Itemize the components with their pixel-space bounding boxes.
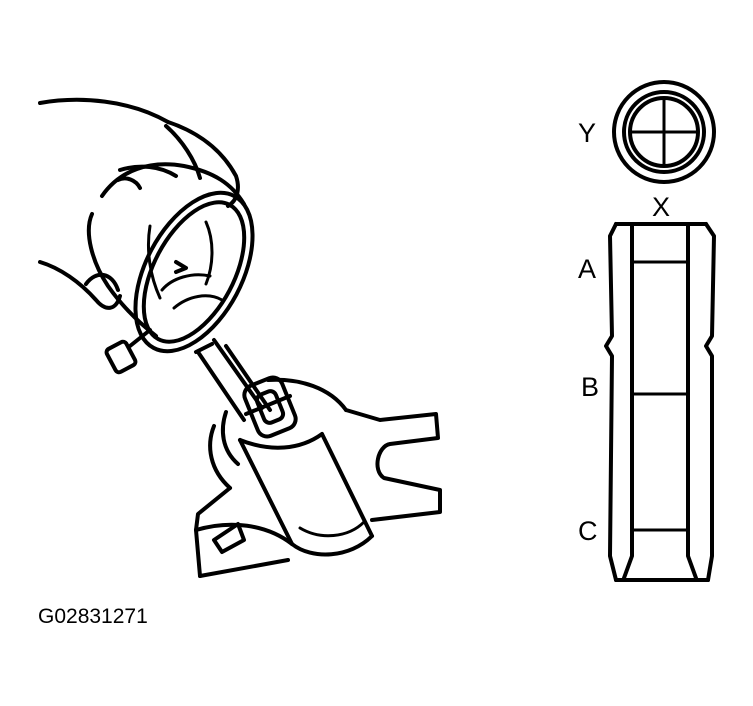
cylinder-block-drawing	[194, 377, 442, 578]
label-b: B	[581, 372, 600, 402]
gauge-shaft	[196, 338, 298, 439]
label-x: X	[652, 192, 671, 222]
label-c: C	[578, 516, 598, 546]
dial-bore-gauge-icon	[86, 162, 255, 375]
bore-side-view-icon	[604, 222, 716, 582]
figure-id-label: G02831271	[38, 605, 148, 628]
bore-top-view-icon	[612, 80, 716, 184]
label-a: A	[578, 254, 597, 284]
label-y: Y	[578, 118, 597, 148]
hand-and-gauge-illustration	[38, 97, 442, 578]
